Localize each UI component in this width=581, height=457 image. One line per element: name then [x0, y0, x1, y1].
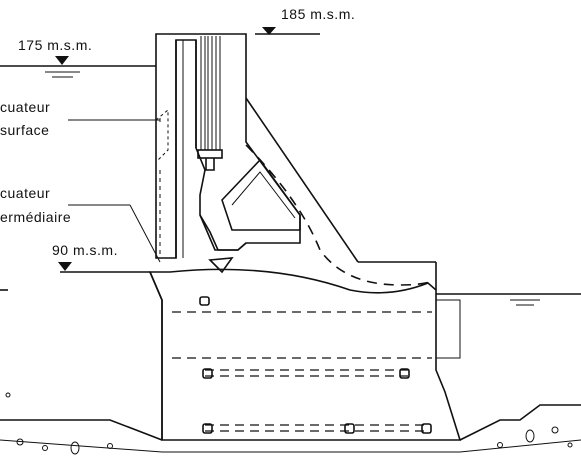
intermediate-outlet-label-line2: ermédiaire — [0, 209, 71, 225]
surface-outlet-label-line1: cuateur — [0, 99, 50, 115]
riverbed-ground — [0, 392, 581, 455]
downstream-water-level — [436, 293, 581, 359]
gate-hoist-rods — [197, 36, 223, 171]
intermediate-level-label: 90 m.s.m. — [52, 242, 118, 258]
intake-tower — [155, 33, 301, 274]
upstream-water-level — [0, 56, 156, 78]
crest-level-label: 185 m.s.m. — [281, 6, 355, 22]
label-leaders — [68, 118, 161, 263]
upstream-level-label: 175 m.s.m. — [18, 37, 92, 53]
spillway-chute — [245, 97, 437, 290]
foundation-block — [148, 268, 462, 441]
intermediate-level-marker — [0, 262, 150, 291]
surface-outlet-label-line2: surface — [0, 122, 49, 138]
crest-level-marker — [255, 27, 320, 35]
intermediate-outlet-label-line1: cuateur — [0, 185, 50, 201]
